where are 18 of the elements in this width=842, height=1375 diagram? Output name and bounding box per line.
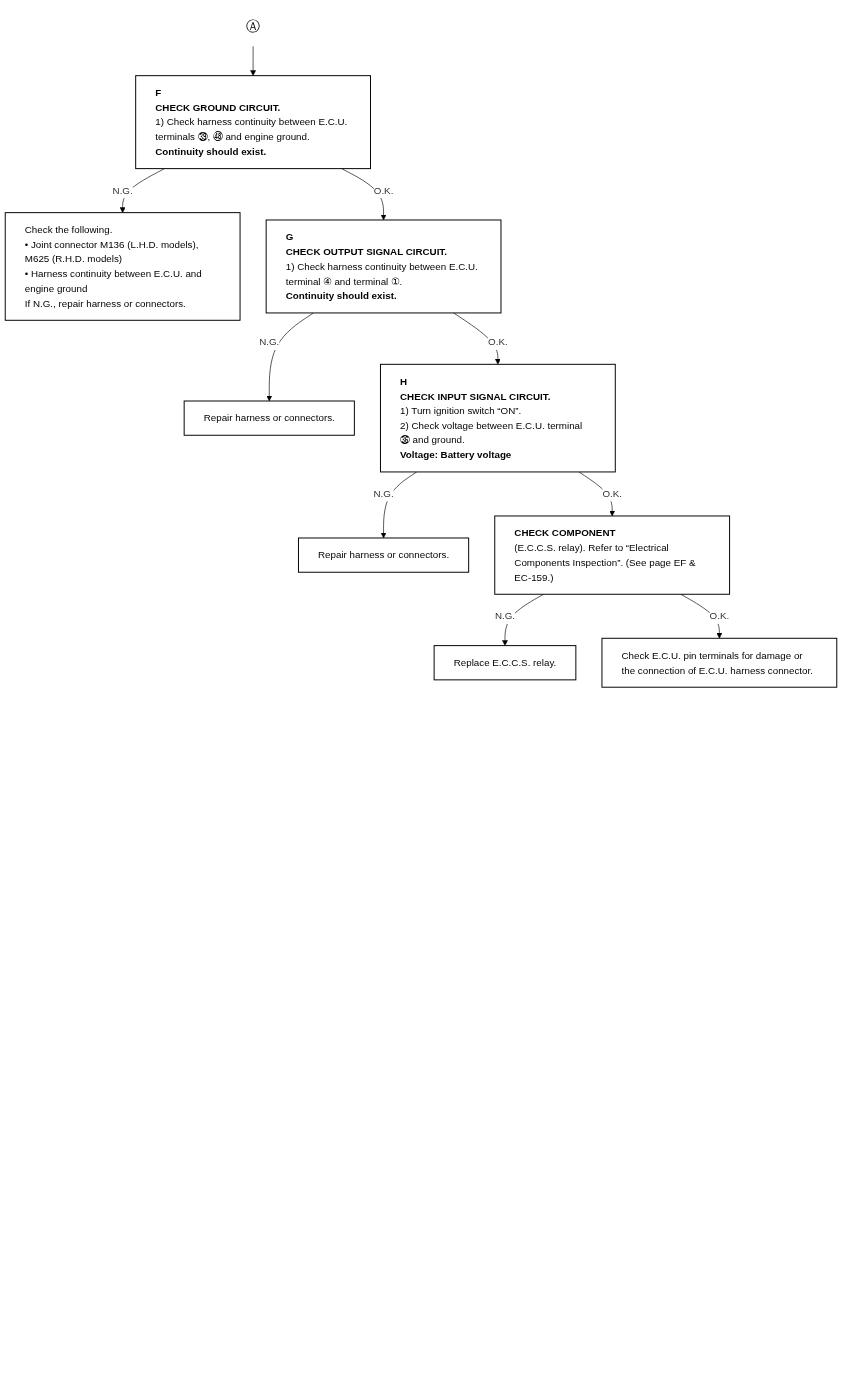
node-box: Check the following. • Joint connector M136 (L.H.D. models), M625 (R.H.D. models) • Harness continuity between E.C.U. and engine ground If N.G., repair harness or connectors.	[4, 212, 241, 321]
edge-label: O.K.	[488, 336, 508, 348]
node-box: G CHECK OUTPUT SIGNAL CIRCUIT. 1) Check harness continuity between E.C.U. terminal ④ and terminal ①. Continuity should exist.	[265, 219, 502, 314]
edge-label: O.K.	[709, 610, 730, 622]
edge-label: N.G.	[259, 336, 280, 348]
node-box: F CHECK GROUND CIRCUIT. 1) Check harness continuity between E.C.U. terminals ㊴, ㊽ and engine ground. Continuity should exist.	[135, 75, 371, 170]
edge-label: O.K.	[373, 184, 394, 196]
node-text: Ⓐ	[245, 17, 261, 34]
edge-label: O.K.	[602, 487, 622, 500]
edge-label: N.G.	[112, 184, 133, 196]
node-box: Repair harness or connectors.	[297, 537, 470, 573]
edge-label: N.G.	[373, 487, 394, 500]
node-box: Replace E.C.C.S. relay.	[433, 645, 577, 681]
node-box: CHECK COMPONENT (E.C.C.S. relay). Refer to “Electrical Components Inspection”. (See page EF & EC-159.)	[494, 515, 731, 595]
node-box: Check E.C.U. pin terminals for damage or the connection of E.C.U. harness connector.	[601, 637, 838, 688]
edge-label: N.G.	[494, 610, 516, 622]
node-box: Repair harness or connectors.	[183, 400, 355, 436]
node-box: H CHECK INPUT SIGNAL CIRCUIT. 1) Turn ignition switch “ON”. 2) Check voltage between E.C.U. terminal ㊱ and ground. Voltage: Battery voltage	[379, 363, 616, 473]
